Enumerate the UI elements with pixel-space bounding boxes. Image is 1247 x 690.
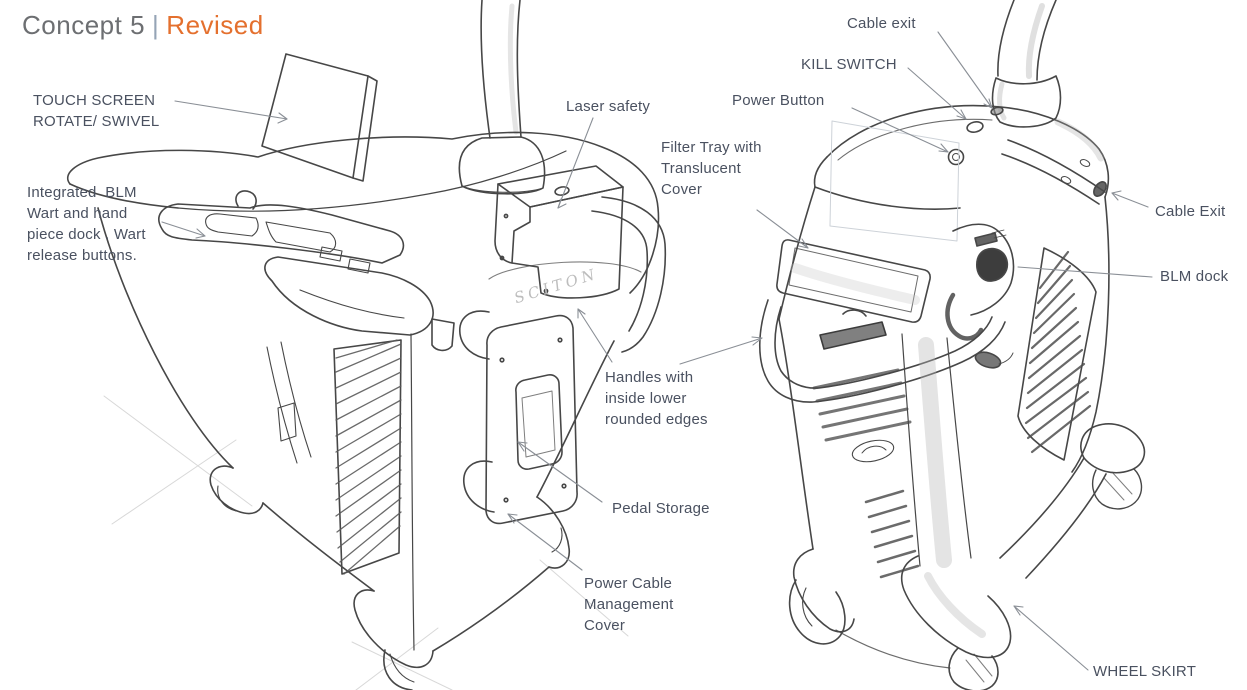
leader-laser-safety [557, 117, 594, 209]
label-wheel-skirt: WHEEL SKIRT [1093, 663, 1197, 680]
label-handles: Handles with inside lower rounded edges [605, 369, 708, 428]
lower-body [778, 318, 1014, 579]
power-button-symbol [947, 148, 965, 166]
right-cart-sketch [758, 0, 1146, 690]
leader-filter-tray [756, 209, 809, 249]
side-vent-panel [1017, 196, 1110, 473]
top-cap [813, 104, 1110, 210]
leader-power-cable [507, 513, 583, 571]
label-power-cable: Power Cable Management Cover [584, 575, 674, 634]
slide-title: Concept 5|Revised [22, 10, 264, 41]
blm-wart-dock [158, 190, 455, 352]
leader-wheel-skirt [1013, 605, 1089, 671]
label-integrated-blm: Integrated BLM Wart and hand piece dock … [27, 184, 146, 264]
touch-screen [261, 53, 378, 182]
title-main: Concept 5 [22, 10, 146, 40]
leader-integrated-blm [161, 221, 206, 239]
label-laser-safety: Laser safety [566, 98, 651, 115]
label-touch-screen: TOUCH SCREEN ROTATE/ SWIVEL [33, 92, 160, 130]
laser-safety-housing [494, 165, 624, 299]
pedal-storage-panel [459, 310, 578, 525]
label-blm-dock: BLM dock [1160, 268, 1229, 285]
leader-blm-dock [1017, 266, 1153, 278]
handle-rim [488, 196, 667, 353]
kill-switch-button [966, 121, 984, 133]
leader-cable-exit-top [937, 31, 993, 109]
label-pedal-storage: Pedal Storage [612, 500, 710, 517]
construction-lines [103, 395, 629, 690]
leader-pedal-storage [517, 441, 603, 503]
top-deck [67, 131, 660, 294]
label-filter-tray: Filter Tray with Translucent Cover [661, 139, 762, 198]
cable-exit-hole [990, 106, 1004, 116]
cable-exit-port [1093, 181, 1107, 197]
filter-tray [776, 186, 931, 323]
leader-power-button [851, 107, 949, 153]
title-separator: | [152, 10, 160, 40]
leader-handles-right [679, 336, 763, 365]
left-cart-sketch [67, 0, 667, 690]
ghost-panel-outline [829, 120, 960, 242]
leader-cable-exit-right [1111, 190, 1149, 208]
label-cable-exit-top: Cable exit [847, 15, 916, 32]
wheels-and-skirts [788, 423, 1146, 690]
side-rail [1001, 139, 1107, 205]
cart-body [97, 207, 615, 690]
arm-pole [991, 0, 1062, 128]
lower-vent-bars [864, 489, 920, 579]
label-power-button: Power Button [732, 92, 825, 109]
label-kill-switch: KILL SWITCH [801, 56, 897, 73]
front-vent-panel [333, 339, 402, 575]
leader-handles-left [577, 308, 613, 363]
leader-lines [161, 31, 1153, 671]
front-vent-bars [812, 368, 912, 442]
title-revised: Revised [166, 10, 264, 40]
logo-badge [851, 439, 895, 463]
label-cable-exit-right: Cable Exit [1155, 203, 1226, 220]
blm-dock [945, 223, 1015, 341]
leader-touch-screen [174, 100, 288, 124]
leader-kill-switch [907, 67, 967, 120]
arm-pole [458, 0, 546, 195]
